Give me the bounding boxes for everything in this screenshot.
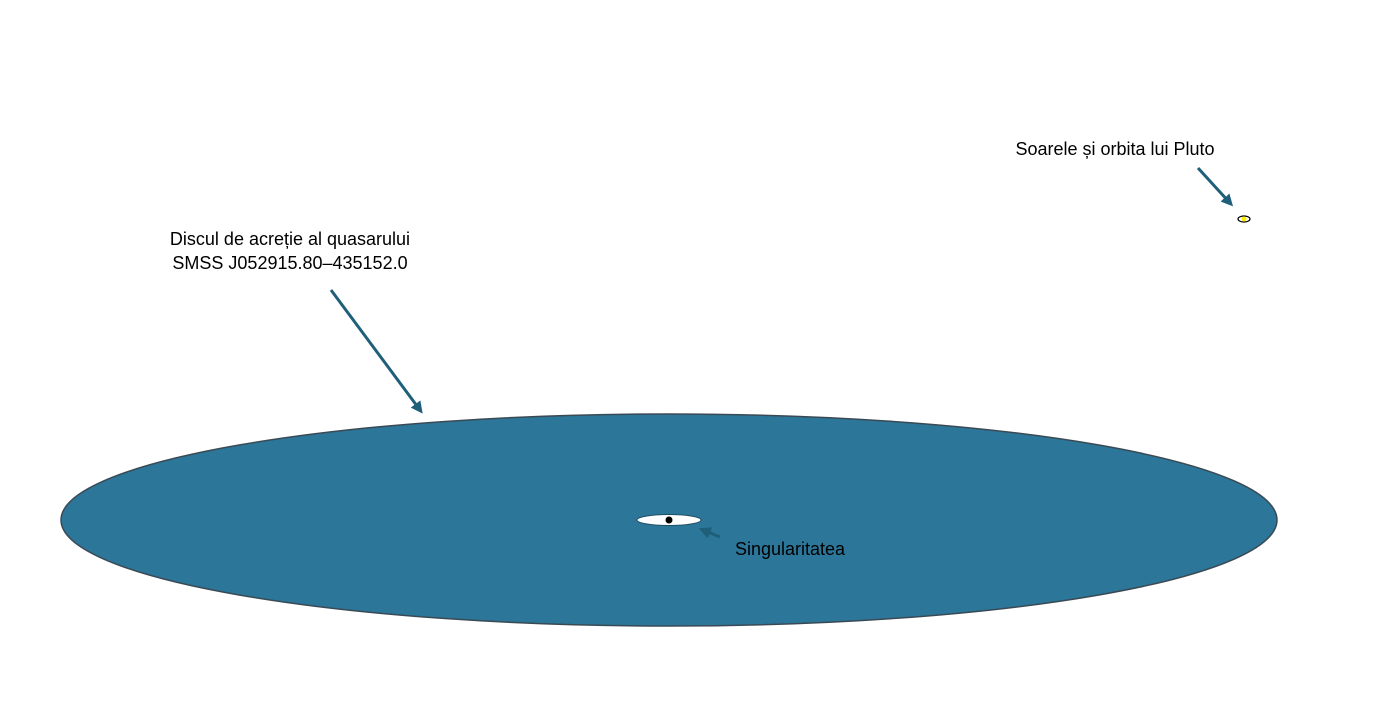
disc-arrow <box>329 289 423 414</box>
sun-icon <box>1241 216 1247 222</box>
singularity-arrow <box>698 527 721 539</box>
disc-label: Discul de acreție al quasarului SMSS J05… <box>130 227 450 275</box>
pluto-orbit-icon <box>1237 215 1251 223</box>
singularity-label: Singularitatea <box>734 539 846 559</box>
sun-label: Soarele și orbita lui Pluto <box>1015 139 1215 159</box>
singularity-dot <box>665 516 673 524</box>
disc-label-line2: SMSS J052915.80–435152.0 <box>172 253 408 273</box>
disc-label-line1: Discul de acreție al quasarului <box>169 229 411 249</box>
sun-arrow <box>1196 166 1234 207</box>
